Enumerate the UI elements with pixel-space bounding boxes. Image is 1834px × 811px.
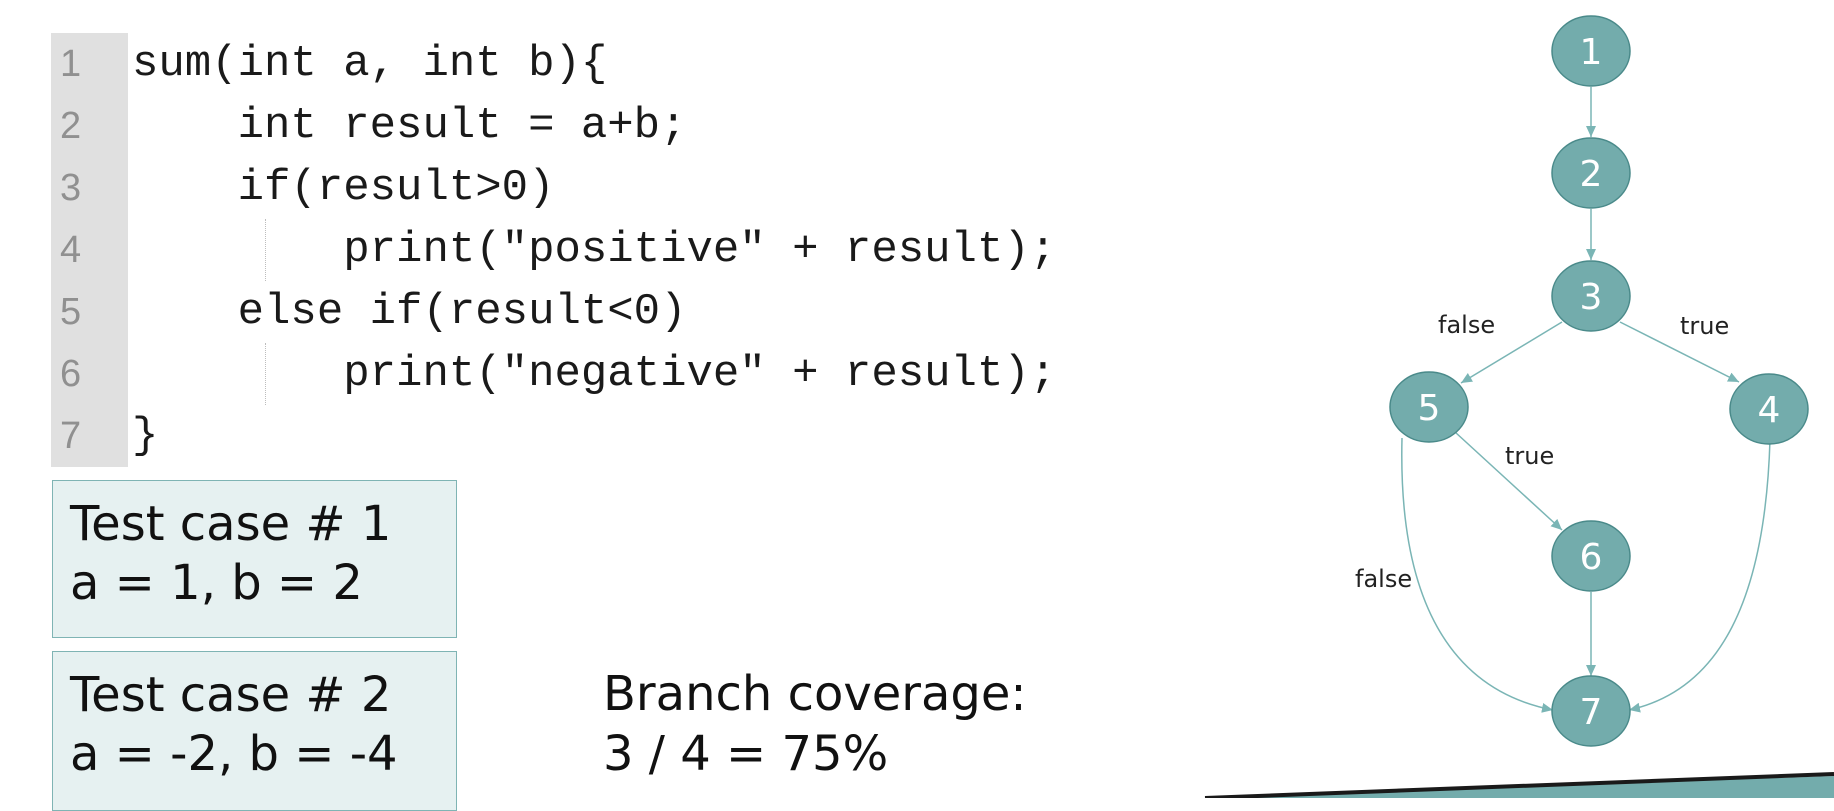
edge-3-4 — [1619, 321, 1740, 383]
flow-node-3: 3 — [1551, 260, 1631, 332]
code-line: 7 } — [51, 405, 1341, 467]
branch-coverage: Branch coverage: 3 / 4 = 75% — [603, 664, 1027, 784]
code-line: 5 else if(result<0) — [51, 281, 1341, 343]
line-number: 3 — [51, 157, 128, 219]
node-label: 5 — [1418, 388, 1441, 429]
code-text: print("positive" + result); — [132, 225, 1057, 275]
flow-node-2: 2 — [1551, 137, 1631, 209]
slide-accent-line — [1204, 772, 1834, 798]
code-line: 4 print("positive" + result); — [51, 219, 1341, 281]
node-label: 6 — [1580, 537, 1603, 578]
code-line: 2 int result = a+b; — [51, 95, 1341, 157]
code-text: else if(result<0) — [132, 287, 687, 337]
test-case-title: Test case # 2 — [70, 667, 392, 723]
edge-4-7 — [1628, 439, 1771, 713]
line-number: 6 — [51, 343, 128, 405]
coverage-value: 3 / 4 = 75% — [603, 726, 889, 782]
line-number: 5 — [51, 281, 128, 343]
code-text: sum(int a, int b){ — [132, 39, 608, 89]
code-text: int result = a+b; — [132, 101, 687, 151]
code-line: 1 sum(int a, int b){ — [51, 33, 1341, 95]
test-case-2-box: Test case # 2 a = -2, b = -4 — [52, 651, 457, 811]
edge-label-false: false — [1438, 311, 1495, 339]
flow-node-6: 6 — [1551, 520, 1631, 592]
edge-5-7 — [1401, 437, 1554, 713]
line-number: 7 — [51, 405, 128, 467]
code-text: print("negative" + result); — [132, 349, 1057, 399]
indent-guide — [265, 343, 266, 405]
flow-node-5: 5 — [1389, 371, 1469, 443]
test-case-values: a = 1, b = 2 — [70, 555, 363, 611]
coverage-label: Branch coverage: — [603, 666, 1027, 722]
test-case-title: Test case # 1 — [70, 496, 392, 552]
node-label: 7 — [1580, 692, 1603, 733]
code-line: 6 print("negative" + result); — [51, 343, 1341, 405]
line-number: 1 — [51, 33, 128, 95]
code-text: if(result>0) — [132, 163, 555, 213]
test-case-values: a = -2, b = -4 — [70, 726, 398, 782]
node-label: 4 — [1758, 390, 1781, 431]
line-number: 2 — [51, 95, 128, 157]
node-label: 1 — [1580, 32, 1603, 73]
line-number: 4 — [51, 219, 128, 281]
flow-node-7: 7 — [1551, 675, 1631, 747]
node-label: 3 — [1580, 277, 1603, 318]
flow-node-4: 4 — [1729, 373, 1809, 445]
edge-3-5 — [1460, 321, 1563, 384]
code-listing: 1 sum(int a, int b){ 2 int result = a+b;… — [51, 33, 1341, 467]
flow-node-1: 1 — [1551, 15, 1631, 87]
indent-guide — [265, 219, 266, 281]
code-text: } — [132, 411, 159, 461]
edge-label-true: true — [1505, 442, 1554, 470]
node-label: 2 — [1580, 154, 1603, 195]
edge-label-true: true — [1680, 312, 1729, 340]
code-line: 3 if(result>0) — [51, 157, 1341, 219]
edge-5-6 — [1454, 431, 1563, 531]
test-case-1-box: Test case # 1 a = 1, b = 2 — [52, 480, 457, 638]
edge-label-false: false — [1355, 565, 1412, 593]
